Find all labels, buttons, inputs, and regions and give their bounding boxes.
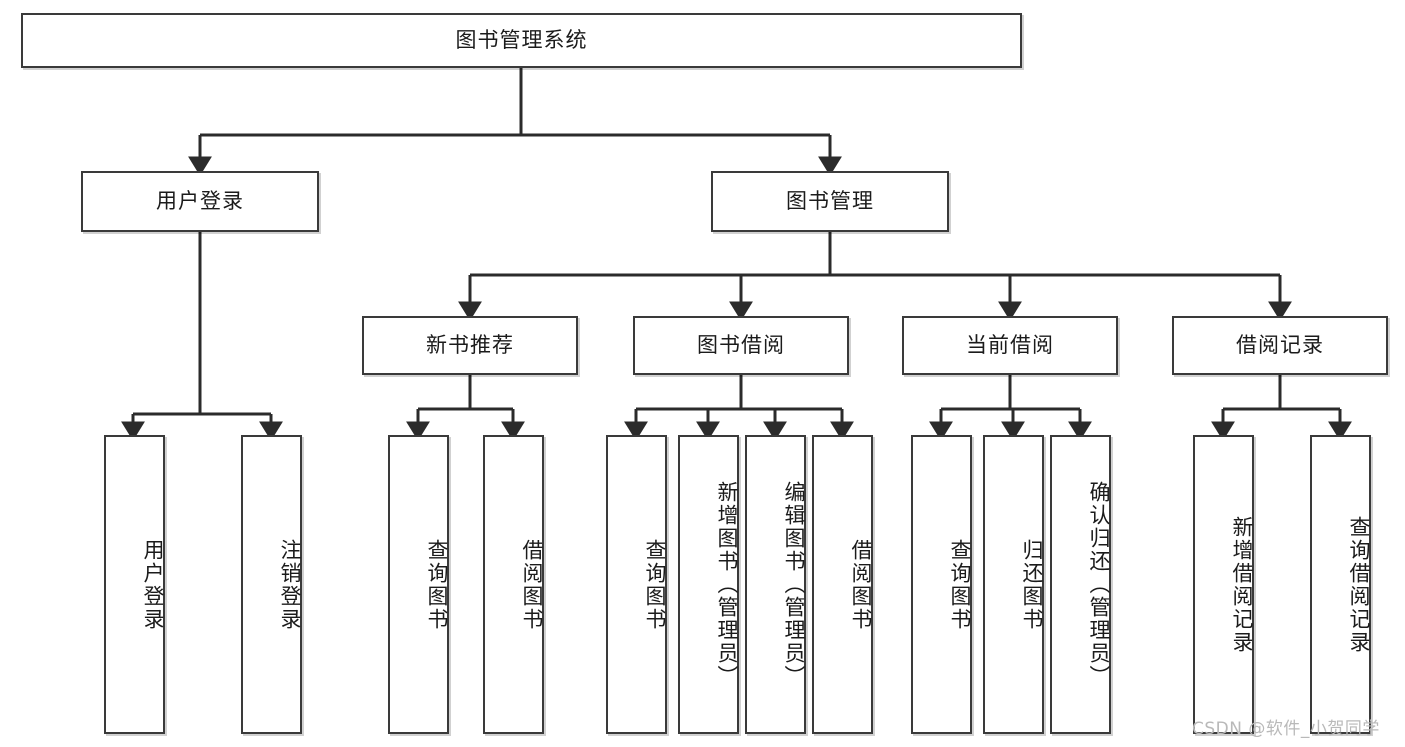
node-leaf-logout[interactable]: 注销登录	[241, 435, 302, 734]
node-leaf-query-book-bw-label: 查询图书	[643, 538, 667, 631]
node-current-borrow[interactable]: 当前借阅	[902, 316, 1118, 375]
node-new-book-rec-label: 新书推荐	[426, 332, 514, 357]
node-leaf-query-book-cb[interactable]: 查询图书	[911, 435, 972, 734]
node-leaf-confirm-return-admin-label: 确认归还（管理员）	[1087, 481, 1111, 688]
node-root-label: 图书管理系统	[455, 27, 588, 52]
node-leaf-edit-book-admin[interactable]: 编辑图书（管理员）	[745, 435, 806, 734]
node-borrow-record[interactable]: 借阅记录	[1172, 316, 1388, 375]
node-leaf-borrow-book-rec-label: 借阅图书	[520, 538, 544, 631]
node-leaf-add-book-admin-label: 新增图书（管理员）	[715, 481, 739, 688]
node-leaf-query-book-rec-label: 查询图书	[425, 538, 449, 631]
node-leaf-confirm-return-admin[interactable]: 确认归还（管理员）	[1050, 435, 1111, 734]
node-leaf-borrow-book-bw[interactable]: 借阅图书	[812, 435, 873, 734]
node-leaf-user-login[interactable]: 用户登录	[104, 435, 165, 734]
node-leaf-add-book-admin[interactable]: 新增图书（管理员）	[678, 435, 739, 734]
node-leaf-edit-book-admin-label: 编辑图书（管理员）	[782, 481, 806, 688]
node-leaf-user-login-label: 用户登录	[141, 538, 165, 631]
node-book-manage-label: 图书管理	[786, 188, 874, 213]
node-leaf-query-borrow-record[interactable]: 查询借阅记录	[1310, 435, 1371, 734]
node-leaf-add-borrow-record-label: 新增借阅记录	[1230, 515, 1254, 654]
node-leaf-return-book-label: 归还图书	[1020, 538, 1044, 631]
node-leaf-query-book-rec[interactable]: 查询图书	[388, 435, 449, 734]
node-book-borrow-label: 图书借阅	[697, 332, 785, 357]
node-leaf-borrow-book-rec[interactable]: 借阅图书	[483, 435, 544, 734]
node-leaf-query-book-cb-label: 查询图书	[948, 538, 972, 631]
node-book-manage[interactable]: 图书管理	[711, 171, 949, 232]
node-root[interactable]: 图书管理系统	[21, 13, 1022, 68]
node-leaf-logout-label: 注销登录	[278, 538, 302, 631]
node-user-login[interactable]: 用户登录	[81, 171, 319, 232]
node-current-borrow-label: 当前借阅	[966, 332, 1054, 357]
node-book-borrow[interactable]: 图书借阅	[633, 316, 849, 375]
node-borrow-record-label: 借阅记录	[1236, 332, 1324, 357]
csdn-watermark: CSDN @软件_小贺同学	[1192, 719, 1380, 739]
node-leaf-add-borrow-record[interactable]: 新增借阅记录	[1193, 435, 1254, 734]
node-leaf-borrow-book-bw-label: 借阅图书	[849, 538, 873, 631]
node-user-login-label: 用户登录	[156, 188, 244, 213]
node-leaf-query-book-bw[interactable]: 查询图书	[606, 435, 667, 734]
node-leaf-query-borrow-record-label: 查询借阅记录	[1347, 515, 1371, 654]
node-new-book-rec[interactable]: 新书推荐	[362, 316, 578, 375]
node-leaf-return-book[interactable]: 归还图书	[983, 435, 1044, 734]
